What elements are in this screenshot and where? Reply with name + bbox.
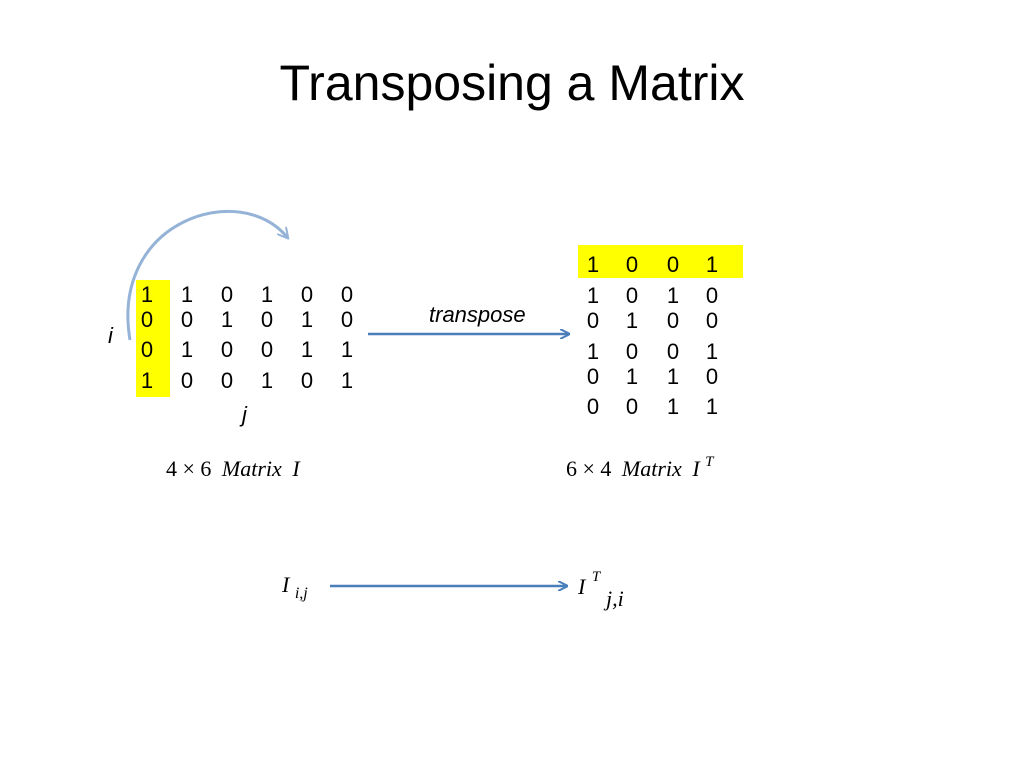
transpose-label: transpose <box>429 302 526 327</box>
matrix-it-cell-r4-c3: 0 <box>667 339 679 364</box>
matrix-i-cell-r2-c1: 0 <box>141 307 153 332</box>
matrix-it-caption: 6 × 4 Matrix I T <box>566 454 715 481</box>
matrix-i-cell-r3-c3: 0 <box>221 337 233 362</box>
matrix-it-cell-r1-c3: 0 <box>667 252 679 277</box>
matrix-it-cell-r1-c1: 1 <box>587 252 599 277</box>
matrix-it-cell-r4-c2: 0 <box>626 339 638 364</box>
matrix-i-caption-name: I <box>291 456 301 481</box>
matrix-i-cell-r1-c4: 1 <box>261 282 273 307</box>
matrix-i-caption-word: Matrix <box>221 456 282 481</box>
matrix-it-cell-r6-c4: 1 <box>706 394 718 419</box>
matrix-i-cell-r1-c1: 1 <box>141 282 153 307</box>
matrix-i-cell-r4-c6: 1 <box>341 368 353 393</box>
matrix-it-cell-r3-c2: 1 <box>626 308 638 333</box>
matrix-i-cell-r2-c4: 0 <box>261 307 273 332</box>
matrix-it-cell-r5-c1: 0 <box>587 364 599 389</box>
matrix-i-cell-r2-c6: 0 <box>341 307 353 332</box>
matrix-it-cell-r5-c3: 1 <box>667 364 679 389</box>
matrix-i-cell-r2-c2: 0 <box>181 307 193 332</box>
matrix-it-cell-r2-c3: 1 <box>667 283 679 308</box>
index-to-base: I <box>577 574 587 599</box>
matrix-it-cell-r6-c1: 0 <box>587 394 599 419</box>
row-index-label: i <box>108 323 114 348</box>
matrix-it-cell-r6-c2: 0 <box>626 394 638 419</box>
matrix-it-cell-r3-c1: 0 <box>587 308 599 333</box>
column-index-label: j <box>239 402 248 427</box>
matrix-i-cell-r3-c4: 0 <box>261 337 273 362</box>
index-from: I i,j <box>281 572 308 602</box>
matrix-it-cell-r2-c4: 0 <box>706 283 718 308</box>
matrix-i-cell-r3-c6: 1 <box>341 337 353 362</box>
matrix-i-cell-r3-c1: 0 <box>141 337 153 362</box>
matrix-i-caption-dims: 4 × 6 <box>166 456 211 481</box>
slide-title: Transposing a Matrix <box>279 55 745 111</box>
matrix-it-caption-name: I <box>691 456 701 481</box>
matrix-it-cell-r2-c1: 1 <box>587 283 599 308</box>
matrix-i-cell-r1-c5: 0 <box>301 282 313 307</box>
matrix-i-cell-r4-c1: 1 <box>141 368 153 393</box>
matrix-it-cell-r3-c4: 0 <box>706 308 718 333</box>
matrix-i-cell-r3-c2: 1 <box>181 337 193 362</box>
matrix-i-cell-r3-c5: 1 <box>301 337 313 362</box>
matrix-it-caption-dims: 6 × 4 <box>566 456 611 481</box>
matrix-it-cell-r5-c2: 1 <box>626 364 638 389</box>
index-from-sub: i,j <box>295 585 308 602</box>
matrix-i-cell-r1-c6: 0 <box>341 282 353 307</box>
matrix-i-cell-r1-c2: 1 <box>181 282 193 307</box>
matrix-it-cell-r2-c2: 0 <box>626 283 638 308</box>
first-row-highlight <box>578 245 743 278</box>
matrix-i-cell-r4-c4: 1 <box>261 368 273 393</box>
matrix-it-cell-r1-c4: 1 <box>706 252 718 277</box>
matrix-i-cell-r2-c3: 1 <box>221 307 233 332</box>
matrix-i-cell-r2-c5: 1 <box>301 307 313 332</box>
matrix-i-cell-r4-c3: 0 <box>221 368 233 393</box>
matrix-it-cell-r5-c4: 0 <box>706 364 718 389</box>
matrix-i-cell-r4-c2: 0 <box>181 368 193 393</box>
matrix-i-cell-r1-c3: 0 <box>221 282 233 307</box>
curved-arrow <box>126 209 287 341</box>
matrix-i-caption: 4 × 6 Matrix I <box>166 456 301 481</box>
first-column-highlight <box>136 280 170 397</box>
matrix-it-cell-r1-c2: 0 <box>626 252 638 277</box>
matrix-i-cell-r4-c5: 0 <box>301 368 313 393</box>
index-from-base: I <box>281 572 291 597</box>
matrix-it-cell-r6-c3: 1 <box>667 394 679 419</box>
index-to-sub: j,i <box>603 586 624 611</box>
matrix-it-cell-r3-c3: 0 <box>667 308 679 333</box>
matrix-it-cell-r4-c1: 1 <box>587 339 599 364</box>
index-to-sup: T <box>592 569 602 585</box>
matrix-it-cell-r4-c4: 1 <box>706 339 718 364</box>
index-to: I T <box>577 569 602 599</box>
matrix-it-caption-word: Matrix <box>621 456 682 481</box>
matrix-it-caption-sup: T <box>705 454 715 470</box>
